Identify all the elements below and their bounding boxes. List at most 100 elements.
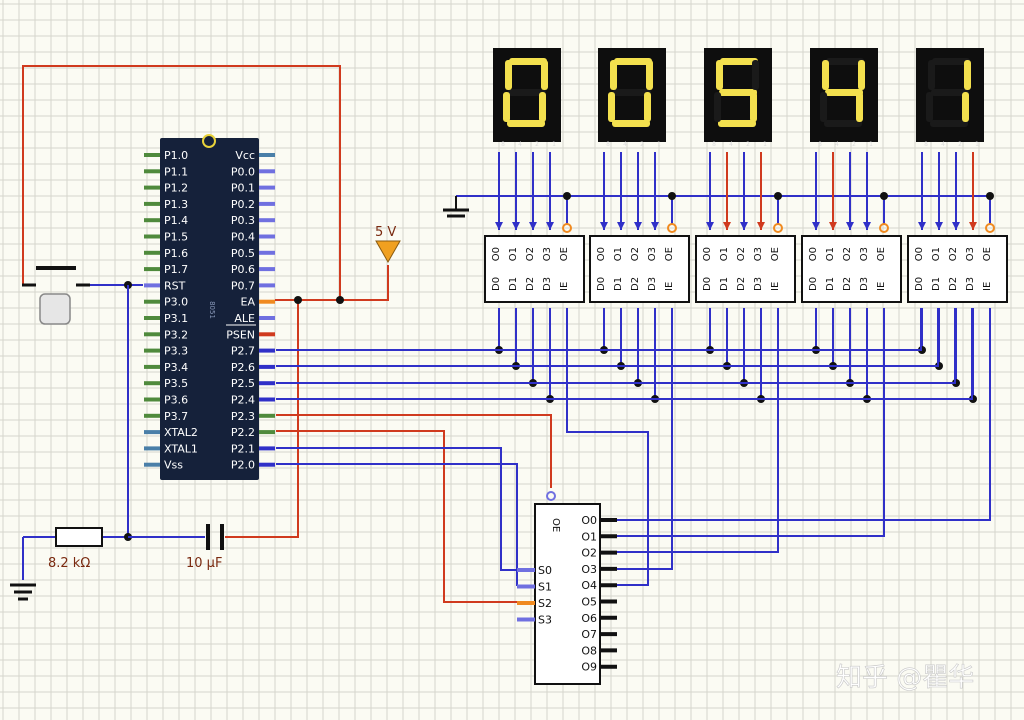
display-segment-d	[930, 120, 968, 127]
latch-bottom-label: D2	[842, 277, 853, 291]
wire-arrow	[829, 222, 837, 230]
display-digit: 1	[950, 109, 951, 111]
mcu-right-pin-label: P2.4	[231, 394, 255, 407]
latch-top-label: OE	[559, 247, 570, 261]
cap-right-wire	[225, 300, 299, 538]
mcu-left-pin-label: P1.1	[164, 165, 188, 178]
o1-wire	[617, 308, 885, 537]
display-pin-label: 8	[712, 141, 716, 148]
latch-top-label: O1	[719, 247, 730, 261]
latch-top-label: O3	[542, 247, 553, 261]
latch-chip	[484, 235, 585, 303]
latch-chip	[589, 235, 690, 303]
display-segment-a	[932, 58, 970, 65]
mcu-right-pin-label: ALE	[234, 312, 255, 325]
display-segment-f	[822, 60, 829, 90]
wire-arrow	[512, 222, 520, 230]
mcu-chip	[160, 138, 259, 480]
decoder-output-label: O4	[581, 579, 597, 592]
decoder-oe-label: OE	[550, 518, 561, 532]
mcu-notch	[202, 134, 216, 148]
display-pin-label: 1	[763, 141, 767, 148]
display-segment-b	[964, 60, 971, 90]
latch-bottom-label: D0	[702, 277, 713, 291]
wire-arrow	[969, 222, 977, 230]
display-segment-d	[507, 120, 545, 127]
decoder-output-label: O8	[581, 644, 597, 657]
decoder-output-label: O1	[581, 530, 597, 543]
o0-wire	[617, 308, 991, 521]
wire-arrow	[863, 222, 871, 230]
display-digit: 0	[632, 109, 633, 111]
mcu-left-pin-label: P3.6	[164, 394, 188, 407]
decoder-input-label: S1	[538, 581, 552, 594]
mcu-right-pin-label: PSEN	[226, 328, 255, 341]
latch-top-label: OE	[664, 247, 675, 261]
resistor	[55, 527, 103, 547]
oe-invert-bubble	[773, 223, 783, 233]
mcu-left-pin-label: P1.0	[164, 149, 188, 162]
display-segment-g	[508, 89, 546, 96]
p22-to-s2-wire	[276, 430, 517, 603]
wire-arrow	[952, 222, 960, 230]
latch-top-label: O1	[508, 247, 519, 261]
display-pin-label: 4	[623, 141, 627, 148]
decoder-output-label: O2	[581, 547, 597, 560]
p23-to-oe-wire	[276, 414, 552, 488]
latch-top-label: OE	[982, 247, 993, 261]
latch-bottom-label: IE	[559, 282, 570, 291]
display-segment-g	[613, 89, 651, 96]
wire-arrow	[706, 222, 714, 230]
latch-top-label: O0	[596, 247, 607, 261]
display-segment-a	[614, 58, 652, 65]
latch-top-label: O1	[931, 247, 942, 261]
latch-bottom-label: D2	[948, 277, 959, 291]
oe-invert-bubble	[667, 223, 677, 233]
mcu-left-pin-label: Vss	[164, 459, 183, 472]
latch-bottom-label: IE	[664, 282, 675, 291]
display-digit: 0	[527, 109, 528, 111]
wires	[22, 65, 994, 603]
junction-dot	[336, 296, 344, 304]
latch-top-label: O2	[525, 247, 536, 261]
latch-bottom-label: D2	[630, 277, 641, 291]
display-segment-f	[716, 60, 723, 90]
o3-wire	[617, 308, 673, 570]
mcu-left-pin-label: P1.7	[164, 263, 188, 276]
display-pin-label: 1	[552, 141, 556, 148]
oe-invert-bubble	[985, 223, 995, 233]
display-pin-label: 2	[746, 141, 750, 148]
latch-bottom-label: D0	[914, 277, 925, 291]
latch-top-label: O0	[808, 247, 819, 261]
display-pin-label: 8	[924, 141, 928, 148]
latch-top-label: O2	[630, 247, 641, 261]
reset-feedback-wire	[22, 65, 341, 300]
latch-bottom-label: D3	[647, 277, 658, 291]
mcu-left-pin-label: XTAL2	[164, 426, 198, 439]
mcu-left-pin-label: XTAL1	[164, 442, 198, 455]
display-pin-label: 8	[818, 141, 822, 148]
junction-dot	[563, 192, 571, 200]
wire-arrow	[617, 222, 625, 230]
decoder-oe-bubble	[546, 491, 556, 501]
o2-wire	[617, 308, 779, 553]
display-segment-f	[610, 60, 617, 90]
display-segment-g	[931, 89, 969, 96]
junction-dot	[774, 192, 782, 200]
data-bus-wire	[276, 308, 922, 351]
latch-top-label: O2	[736, 247, 747, 261]
oe-invert-bubble	[562, 223, 572, 233]
display-digit: 4	[844, 109, 845, 111]
display-pin-label: 8	[501, 141, 505, 148]
latch-chip	[801, 235, 902, 303]
wire-arrow	[723, 222, 731, 230]
mcu-left-pin-label: P3.1	[164, 312, 188, 325]
latch-bottom-label: D3	[965, 277, 976, 291]
mcu-right-pin-label: P2.2	[231, 426, 255, 439]
latch-bottom-label: D1	[931, 277, 942, 291]
